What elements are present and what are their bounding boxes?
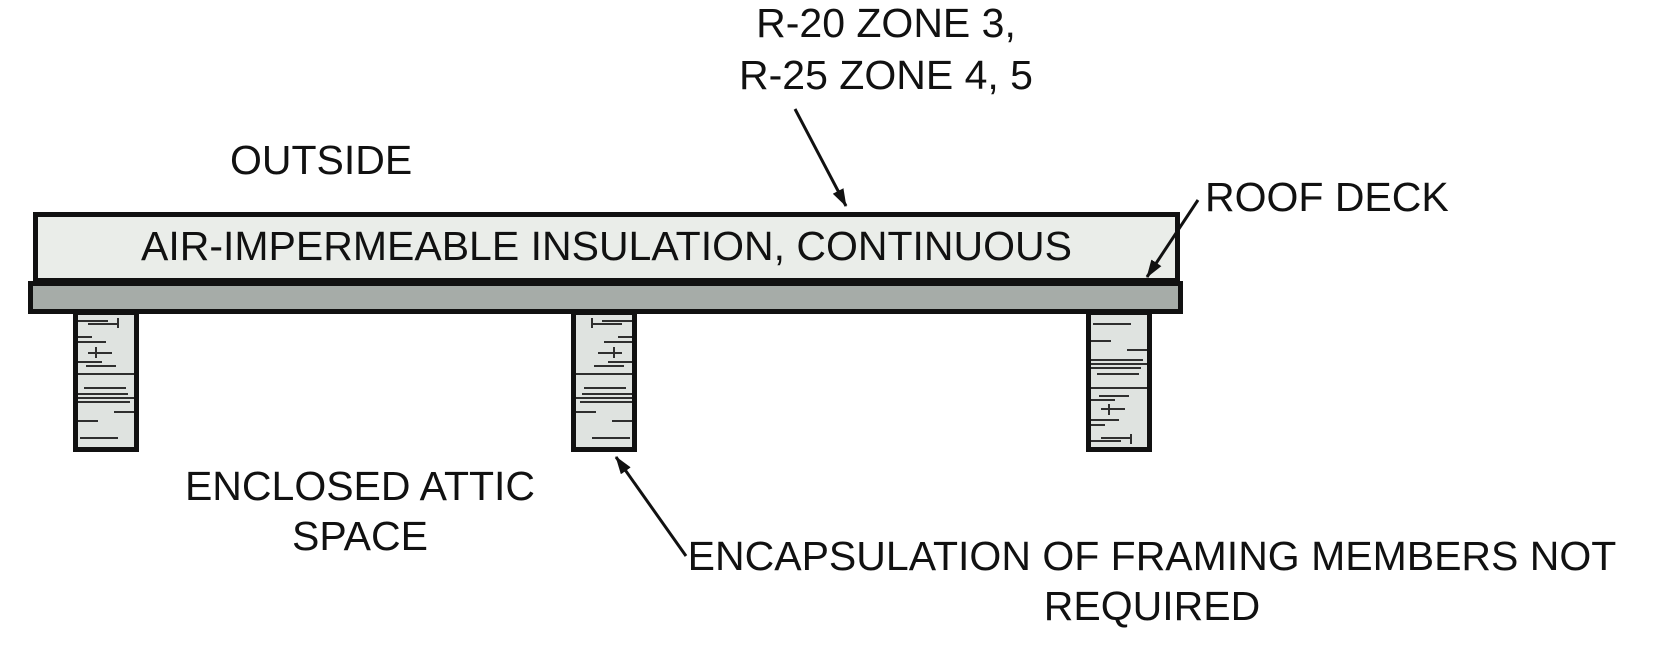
framing-member-right [1086, 310, 1152, 452]
encapsulation-line2: REQUIRED [1043, 583, 1261, 629]
framing-member-middle [571, 310, 637, 452]
roof-deck [28, 281, 1183, 314]
wood-grain-texture [1091, 315, 1147, 447]
attic-space-line1: ENCLOSED ATTIC [184, 463, 536, 509]
attic-space-line2: SPACE [292, 513, 428, 559]
attic-space-label: ENCLOSED ATTIC SPACE [185, 461, 535, 561]
encapsulation-line1: ENCAPSULATION OF FRAMING MEMBERS NOT [687, 533, 1617, 579]
zone-rating-line1: R-20 ZONE 3, [756, 0, 1016, 46]
framing-member-left [73, 310, 139, 452]
zone-note-arrow [793, 108, 848, 207]
wood-grain-texture [576, 315, 632, 447]
roof-deck-label: ROOF DECK [1205, 174, 1449, 220]
zone-rating-note: R-20 ZONE 3, R-25 ZONE 4, 5 [739, 0, 1033, 101]
encapsulation-note: ENCAPSULATION OF FRAMING MEMBERS NOT REQ… [688, 531, 1617, 631]
insulation-label: AIR-IMPERMEABLE INSULATION, CONTINUOUS [141, 223, 1072, 269]
zone-rating-line2: R-25 ZONE 4, 5 [739, 52, 1033, 98]
outside-label: OUTSIDE [230, 137, 413, 183]
encapsulation-arrow [614, 456, 688, 557]
insulation-layer: AIR-IMPERMEABLE INSULATION, CONTINUOUS [33, 212, 1180, 283]
wood-grain-texture [78, 315, 134, 447]
